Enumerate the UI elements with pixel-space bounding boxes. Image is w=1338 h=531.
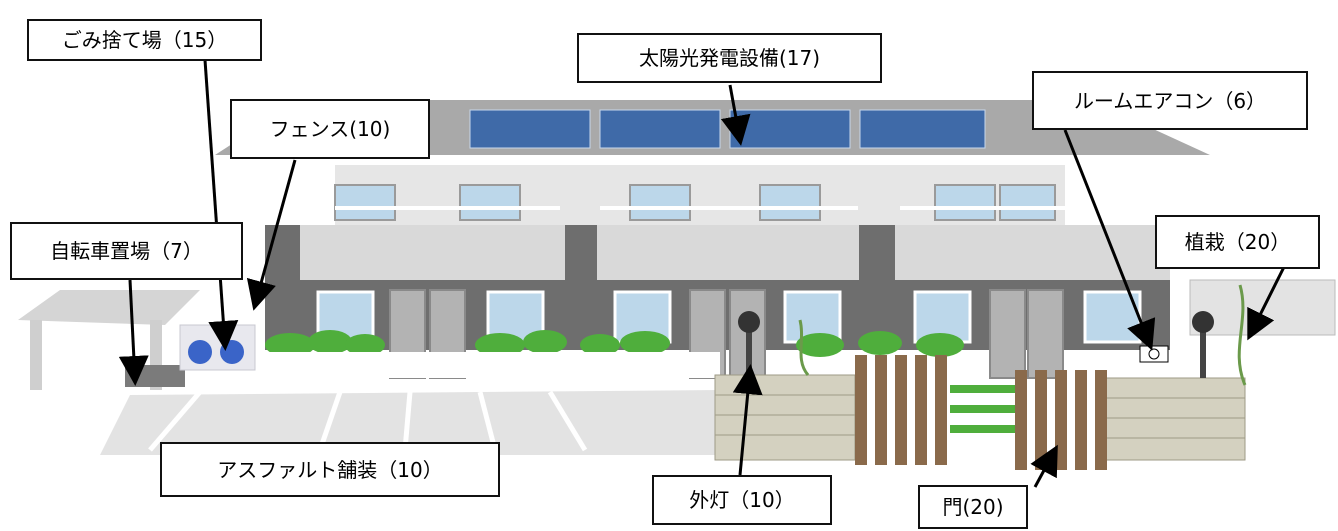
arrow-planting	[1247, 264, 1287, 341]
wood-fence	[855, 355, 1107, 470]
arrow-garbage	[203, 59, 239, 351]
label-fence: フェンス(10)	[230, 99, 430, 159]
pointer-arrows	[118, 59, 1287, 488]
brick-walls	[714, 374, 1246, 461]
label-asphalt: アスファルト舗装（10）	[160, 442, 500, 497]
arrow-light	[732, 364, 763, 476]
garbage-area	[179, 324, 256, 371]
step-greenery	[950, 385, 1015, 433]
label-gate: 門(20)	[918, 485, 1028, 529]
arrow-bicycle	[118, 279, 149, 386]
planter-base	[255, 352, 720, 378]
arrow-solar	[720, 84, 751, 146]
label-bicycle: 自転車置場（7）	[10, 222, 243, 280]
bicycle-shelter	[18, 290, 200, 390]
street-lights	[738, 311, 1214, 378]
aircon-unit	[1139, 345, 1169, 363]
arrow-fence	[246, 159, 297, 311]
shrubs	[265, 330, 964, 357]
upper-windows	[334, 184, 1056, 221]
label-aircon: ルームエアコン（6）	[1032, 71, 1308, 130]
arrow-gate	[1030, 444, 1058, 488]
balconies	[300, 225, 1170, 280]
label-planting: 植栽（20）	[1155, 215, 1320, 269]
label-light: 外灯（10）	[652, 475, 832, 525]
climbing-plant	[798, 284, 1247, 386]
arrow-aircon	[1063, 129, 1156, 351]
parking-lines	[148, 390, 588, 452]
label-solar: 太陽光発電設備(17)	[577, 33, 882, 83]
label-garbage: ごみ捨て場（15）	[27, 19, 262, 61]
